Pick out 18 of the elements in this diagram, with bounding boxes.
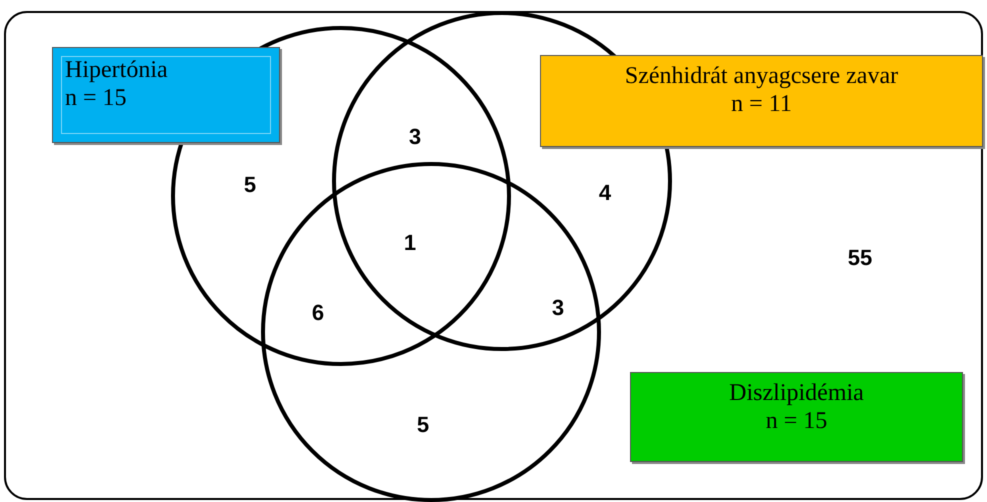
category-count: n = 15 [764,407,828,435]
region-count: 55 [848,245,872,271]
region-count: 1 [404,230,416,256]
region-count: 4 [598,180,612,206]
region-count: 6 [312,300,324,326]
region-count: 5 [244,172,256,198]
category-count: n = 15 [65,84,128,112]
category-label-box [630,372,963,462]
venn-circle [261,162,601,502]
region-count: 5 [416,412,430,438]
region-count: 3 [408,124,422,150]
category-count: n = 11 [730,90,793,118]
region-count: 3 [552,295,564,321]
category-label-box [540,55,983,147]
category-name: Diszlipidémia [728,379,865,407]
category-label-box [52,47,280,143]
category-name: Hipertónia [65,56,169,84]
category-name: Szénhidrát anyagcsere zavar [624,62,900,90]
